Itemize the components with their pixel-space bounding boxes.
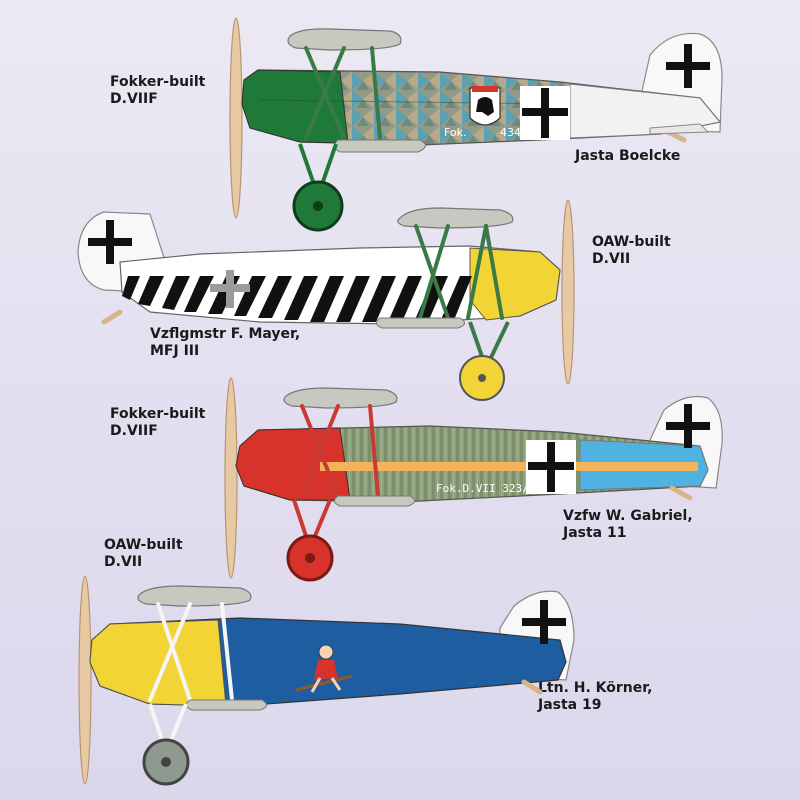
upper-wing xyxy=(287,28,402,51)
builder-text: Fokker-built xyxy=(110,406,206,422)
pilot-text: Vzfw W. Gabriel, xyxy=(563,508,693,524)
lower-wing xyxy=(186,699,267,711)
unit-text: MFJ III xyxy=(150,343,200,359)
serial-prefix-text: Fok. xyxy=(444,126,467,139)
lower-wing xyxy=(334,495,415,507)
label-aircraft-1-unit: Jasta Boelcke xyxy=(575,148,680,165)
label-aircraft-1-type: Fokker-built D.VIIF xyxy=(110,74,205,108)
propeller-icon xyxy=(229,17,243,219)
model-text: D.VII xyxy=(104,554,143,570)
label-aircraft-2-pilot: Vzflgmstr F. Mayer, MFJ III xyxy=(150,326,300,360)
builder-text: Fokker-built xyxy=(110,74,206,90)
upper-wing xyxy=(137,585,252,607)
bear-crest-icon xyxy=(469,86,501,126)
wing-struts xyxy=(414,224,504,320)
serial-text: Fok.D.VII 323/18F xyxy=(436,482,549,495)
tail-cross-icon xyxy=(88,220,132,264)
aircraft-4-profile xyxy=(78,575,575,786)
propeller-icon xyxy=(561,199,575,385)
model-text: D.VIIF xyxy=(110,423,158,439)
lower-wing xyxy=(376,317,465,329)
tail-cross-icon xyxy=(666,404,710,448)
landing-gear xyxy=(459,321,510,401)
propeller-icon xyxy=(78,575,92,785)
upper-wing xyxy=(397,207,514,229)
unit-text: Jasta Boelcke xyxy=(575,148,681,164)
label-aircraft-3-type: Fokker-built D.VIIF xyxy=(110,406,205,440)
landing-gear xyxy=(292,143,344,232)
aircraft-2-profile xyxy=(77,199,575,401)
aircraft-3-profile: Fok.D.VII 323/18F xyxy=(224,377,723,582)
lower-wing xyxy=(334,139,426,153)
tail-cross-icon xyxy=(666,44,710,88)
tail-cross-icon xyxy=(522,600,566,644)
aircraft-1-profile: Fok. 4348/18 xyxy=(229,17,723,232)
builder-text: OAW-built xyxy=(104,537,183,553)
fuselage-cross-icon xyxy=(210,270,250,308)
pilot-text: Vzflgmstr F. Mayer, xyxy=(150,326,301,342)
label-aircraft-4-pilot: Ltn. H. Körner, Jasta 19 xyxy=(538,680,652,714)
propeller-icon xyxy=(224,377,238,579)
label-aircraft-2-type: OAW-built D.VII xyxy=(592,234,671,268)
model-text: D.VIIF xyxy=(110,91,158,107)
model-text: D.VII xyxy=(592,251,631,267)
unit-text: Jasta 19 xyxy=(538,697,602,713)
upper-wing xyxy=(283,387,398,409)
wing-struts xyxy=(300,404,380,498)
builder-text: OAW-built xyxy=(592,234,671,250)
wing-struts xyxy=(304,46,382,140)
fuselage-cross-icon xyxy=(526,440,576,494)
wing-struts xyxy=(148,602,234,702)
lady-on-broom-icon xyxy=(295,644,353,693)
label-aircraft-3-pilot: Vzfw W. Gabriel, Jasta 11 xyxy=(563,508,693,542)
unit-text: Jasta 11 xyxy=(563,525,627,541)
zebra-stripes xyxy=(122,276,472,322)
label-aircraft-4-type: OAW-built D.VII xyxy=(104,537,183,571)
landing-gear xyxy=(142,703,190,786)
fuselage-cross-icon xyxy=(520,86,570,140)
pilot-text: Ltn. H. Körner, xyxy=(538,680,653,696)
landing-gear xyxy=(286,499,334,582)
